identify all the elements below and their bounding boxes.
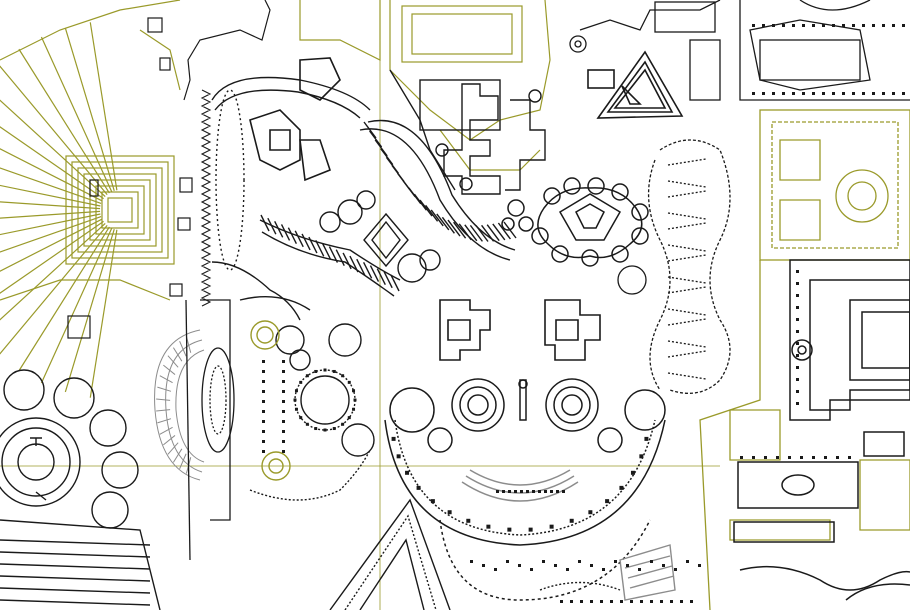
west-garden-blocks <box>67 0 271 339</box>
oval-amphitheater <box>154 299 235 561</box>
twin-cruciform-blocks <box>249 57 601 361</box>
dashed-east-court <box>617 139 731 394</box>
serpentine-hemicycle <box>211 76 517 321</box>
diamond-pavilion <box>319 190 441 283</box>
north-triangle-temple <box>587 50 684 119</box>
west-rotunda-cluster <box>0 369 161 610</box>
northeast-block <box>569 0 910 101</box>
east-formal-garden <box>699 109 910 610</box>
southern-obelisk-triangle <box>329 498 701 610</box>
west-radial-garden <box>0 0 181 398</box>
domed-basilica-complex <box>384 378 666 601</box>
quatrefoil-atrium <box>501 177 649 267</box>
rotunda-cluster <box>239 295 375 501</box>
saw-tooth-bastion <box>200 89 212 307</box>
